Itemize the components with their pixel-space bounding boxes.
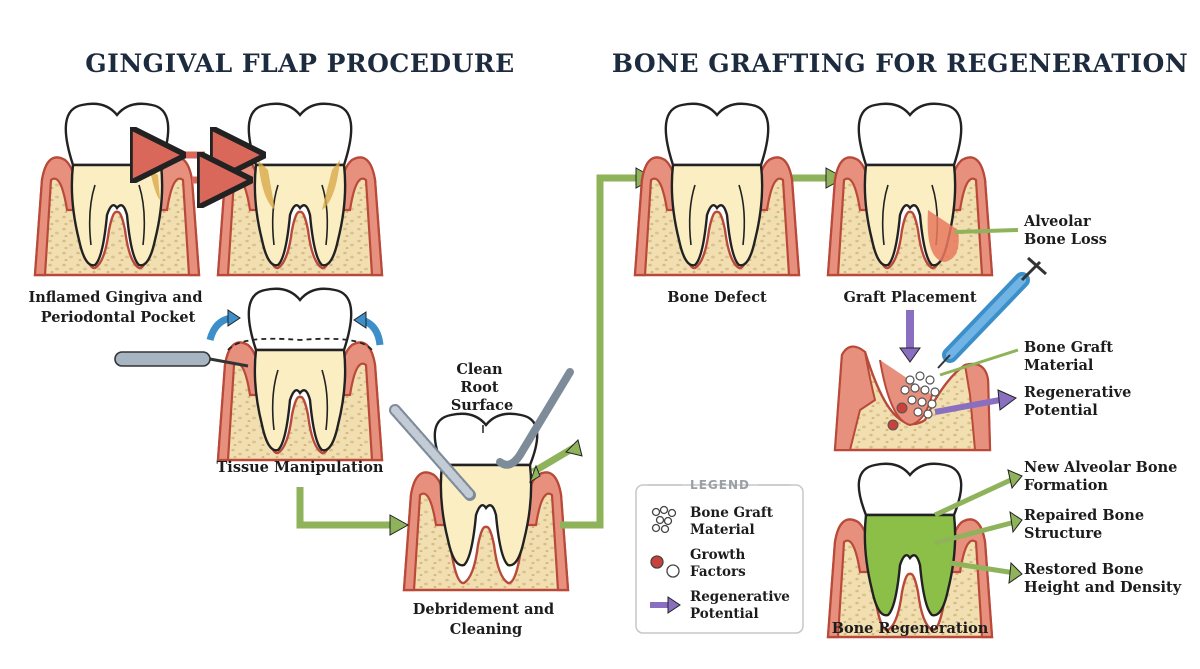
right-section-title: BONE GRAFTING FOR REGENERATION [612, 49, 1188, 78]
regenerative-potential-label: Regenerative Potential [1024, 384, 1136, 419]
debridement-illustration [389, 368, 583, 592]
legend-graft-label: Bone Graft Material [690, 505, 778, 538]
bone-regeneration-label: Bone Regeneration [832, 620, 989, 637]
inflamed-gingiva-label: Inflamed Gingiva and Periodontal Pocket [28, 289, 207, 326]
repaired-bone-label: Repaired Bone Structure [1024, 507, 1149, 542]
bone-defect-illustration [633, 102, 801, 277]
inflamed-gingiva-illustration [33, 102, 384, 277]
graft-particles-icon [651, 505, 677, 534]
legend-box: LEGEND Bone Graft Material Growth Factor… [635, 478, 804, 634]
tissue-manipulation-illustration [114, 287, 384, 462]
bone-graft-material-label: Bone Graft Material [1024, 339, 1118, 374]
graft-insertion-illustration [833, 256, 1047, 452]
alveolar-bone-loss-label: Alveolar Bone Loss [1023, 213, 1107, 248]
legend-title: LEGEND [690, 478, 750, 492]
bone-regeneration-illustration [826, 462, 1023, 639]
debridement-label: Debridement and Cleaning [413, 601, 559, 638]
left-section-title: GINGIVAL FLAP PROCEDURE [85, 49, 514, 78]
red-arrows [165, 155, 245, 180]
graft-placement-illustration [826, 102, 1019, 277]
graft-placement-label: Graft Placement [843, 289, 976, 306]
legend-regenerative-label: Regenerative Potential [690, 589, 795, 622]
legend-growth-label: Growth Factors [690, 547, 750, 580]
green-flow-arrows [296, 167, 846, 536]
new-bone-formation-label: New Alveolar Bone Formation [1024, 459, 1182, 494]
purple-arrow-icon [650, 596, 681, 614]
tissue-manipulation-label: Tissue Manipulation [217, 459, 384, 476]
restored-bone-label: Restored Bone Height and Density [1024, 561, 1182, 596]
growth-factors-icon [650, 555, 680, 578]
clean-root-surface-label: Clean Root Surface [451, 361, 513, 414]
bone-defect-label: Bone Defect [667, 289, 767, 306]
